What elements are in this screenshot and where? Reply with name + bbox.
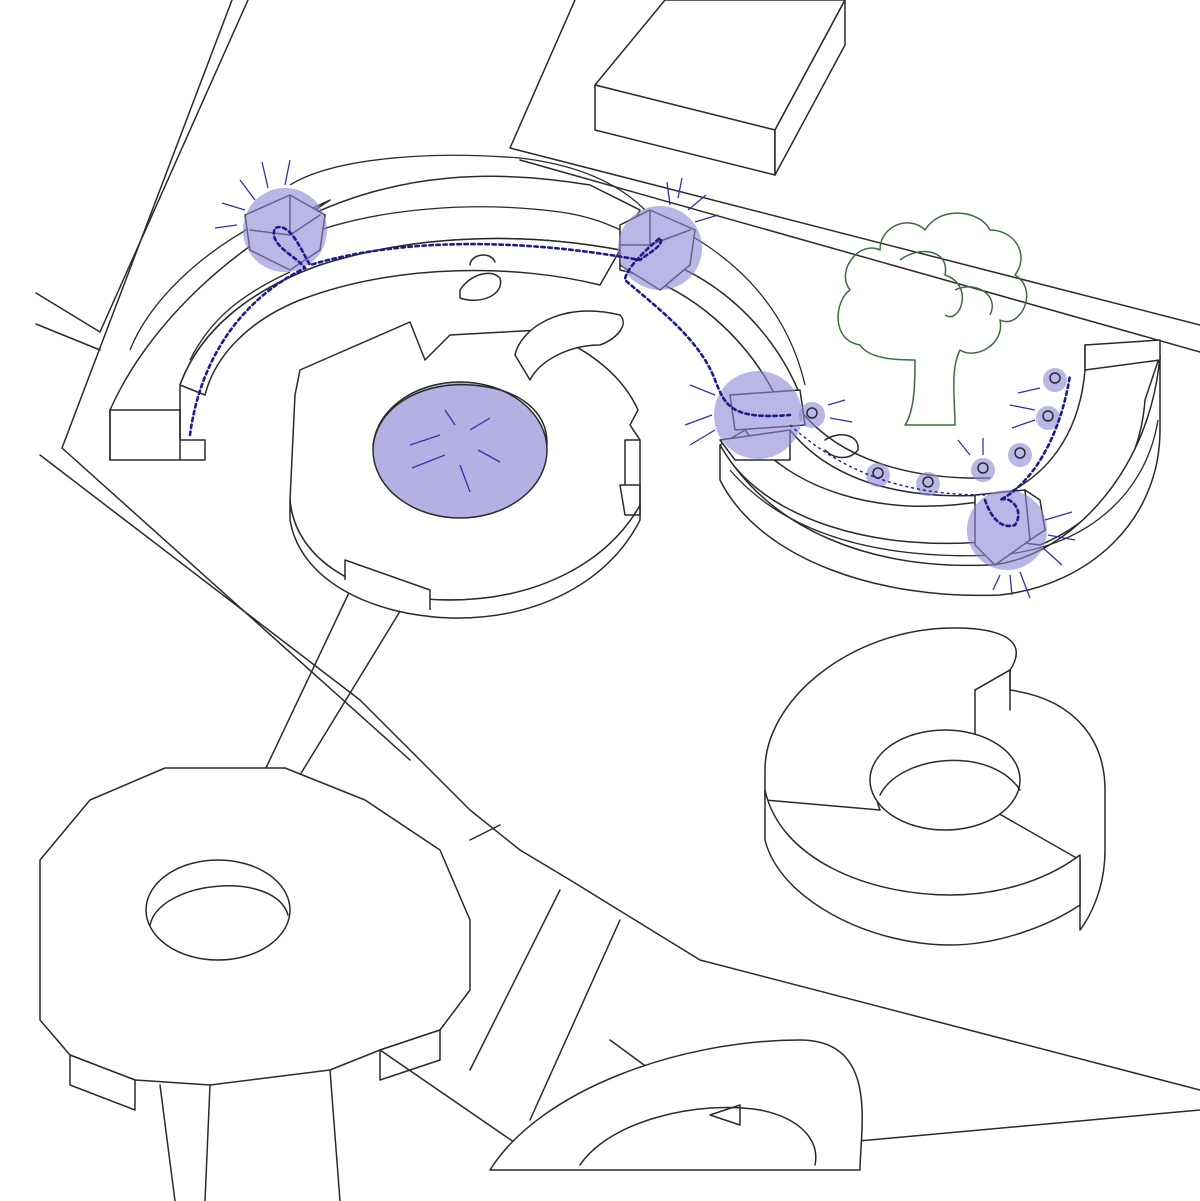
lower-center-ring-plaza xyxy=(489,1039,863,1171)
dashed-circulation-path xyxy=(188,225,1072,528)
light-node xyxy=(967,490,1047,570)
c-shaped-ring-structure xyxy=(764,627,1106,946)
small-lamp-posts xyxy=(799,368,1067,496)
light-rays xyxy=(214,159,1076,599)
tree xyxy=(837,212,1028,426)
light-node xyxy=(714,371,802,459)
sunken-circular-pool xyxy=(372,381,548,519)
rectangular-building-block xyxy=(594,0,846,176)
highlighted-light-nodes xyxy=(214,159,1076,599)
lower-left-ring-plaza xyxy=(39,767,541,1201)
light-node xyxy=(618,206,702,290)
